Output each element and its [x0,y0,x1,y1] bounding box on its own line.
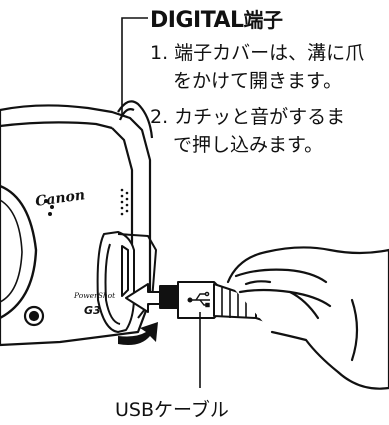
step-2-line-2: で押し込みます。 [173,134,324,156]
step-2-line-1: 2. カチッと音がするま [150,106,346,128]
curved-arrow-icon [118,322,158,345]
usb-trident-icon [187,291,210,308]
svg-text:G3: G3 [84,304,101,317]
usb-cable-label: USBケーブル [115,399,229,421]
terminal-cover [96,231,157,333]
digital-label-jp: 端子 [243,8,284,32]
svg-text:PowerShot: PowerShot [73,291,116,300]
svg-text:Canon: Canon [34,187,86,210]
hand [226,246,389,390]
step-1-line-2: をかけて開きます。 [173,70,343,92]
speaker-grille [120,188,129,216]
camera-logos: Canon PowerShot G3 [34,187,116,317]
digital-terminal-label: DIGITAL端子 [150,4,283,33]
digital-label-latin: DIGITAL [150,8,244,33]
step-1-line-1: 1. 端子カバーは、溝に爪 [150,42,365,64]
